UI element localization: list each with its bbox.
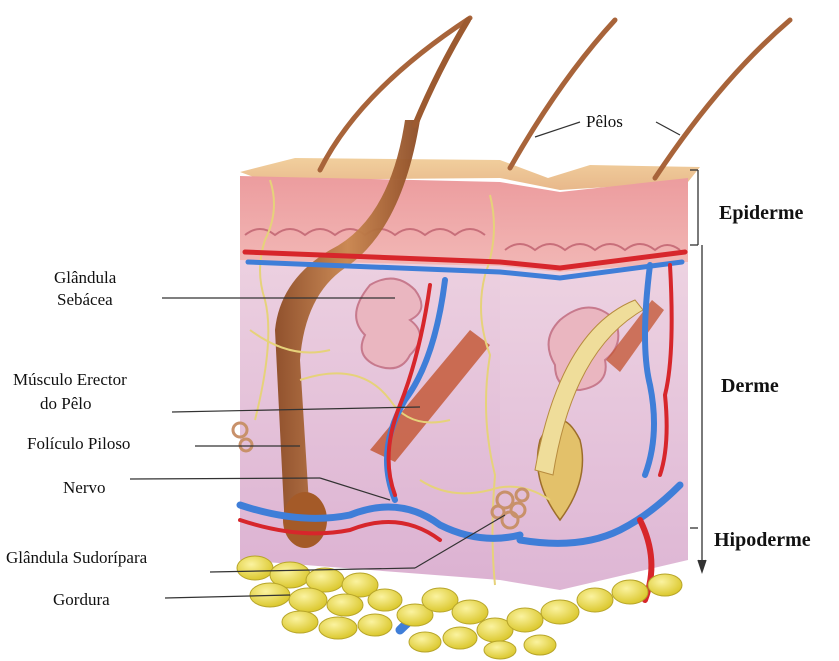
label-glandula-sebacea-line1: Glândula	[54, 268, 116, 288]
label-derme: Derme	[721, 375, 779, 398]
label-sudoripara: Glândula Sudorípara	[6, 548, 147, 568]
label-gordura: Gordura	[53, 590, 110, 610]
label-pelos: Pêlos	[586, 112, 623, 132]
label-hipoderme: Hipoderme	[714, 529, 811, 552]
label-nervo: Nervo	[63, 478, 105, 498]
hair-shafts	[320, 18, 790, 178]
label-glandula-sebacea-line2: Sebácea	[57, 290, 113, 310]
epidermis-layer	[240, 176, 688, 272]
label-musculo-line2: do Pêlo	[40, 394, 91, 414]
label-epiderme: Epiderme	[719, 202, 803, 225]
label-foliculo: Folículo Piloso	[27, 434, 130, 454]
layer-bracket	[690, 170, 706, 572]
label-musculo-line1: Músculo Erector	[13, 370, 127, 390]
